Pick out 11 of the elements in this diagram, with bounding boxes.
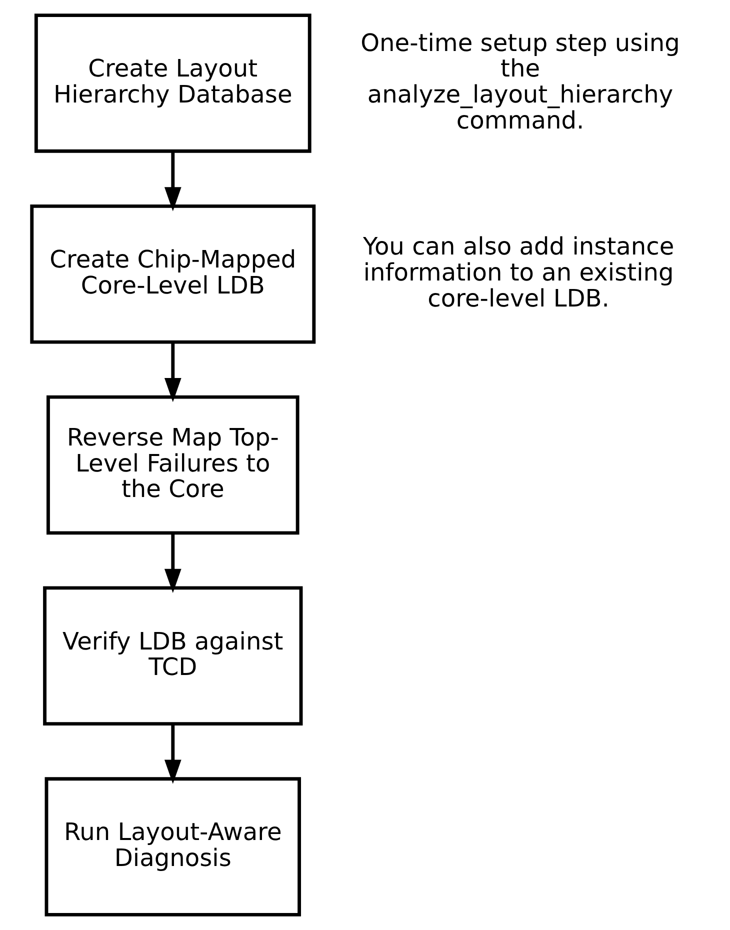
arrow — [164, 152, 181, 212]
node-box: Create Chip-Mapped Core-Level LDB — [30, 204, 316, 344]
node-box: Verify LDB against TCD — [42, 586, 302, 726]
node-box: Run Layout-Aware Diagnosis — [44, 777, 301, 916]
arrow — [164, 342, 181, 402]
arrow — [164, 724, 181, 784]
node-label: One-time setup step using the analyze_layout_hierarchy command. — [360, 28, 680, 134]
arrow — [164, 533, 181, 593]
node-box: Reverse Map Top-Level Failures to the Core — [46, 395, 299, 535]
node-box: Create Layout Hierarchy Database — [34, 14, 311, 153]
node-label: You can also add instance information to an existing core-level LDB. — [362, 232, 674, 312]
